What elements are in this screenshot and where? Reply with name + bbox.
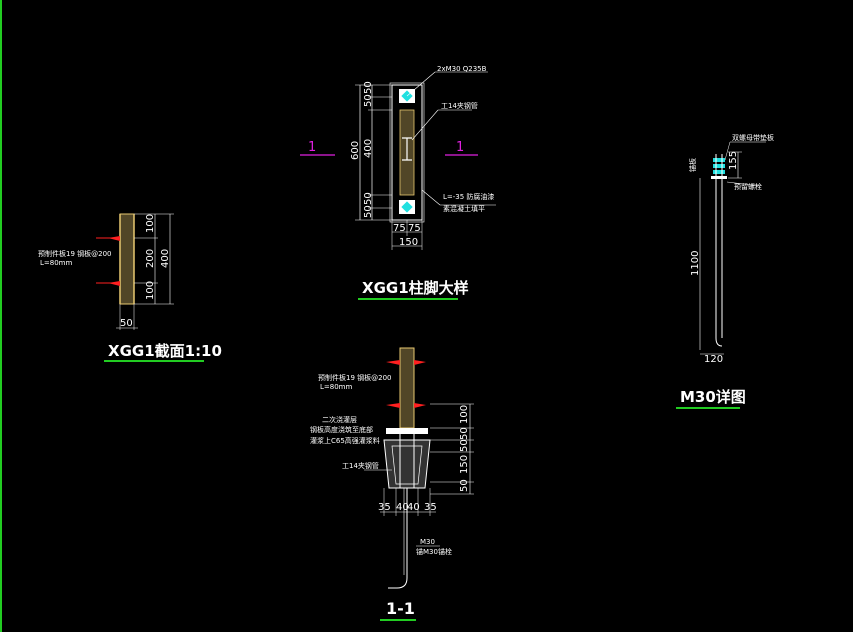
section-mark-left: 1: [308, 140, 316, 155]
dim-horizontal-2: 75: [408, 223, 421, 234]
section-1-1: 100 50 50 150 50 35 40 40 35 预制件板19 钢板@2…: [310, 347, 474, 621]
note-plate: 钢板高度浇筑至底部: [310, 425, 373, 434]
note-length: L=80mm: [40, 259, 72, 267]
note-grout-layer: 二次浇灌层: [322, 415, 357, 424]
label-paint: L=-35 防腐油漆: [443, 192, 494, 201]
dim-length: 1100: [690, 251, 701, 276]
section-xgg1: 100 200 100 400 50 预制件板19 钢板@200 L=80mm …: [38, 213, 222, 362]
label-concrete: 素混凝土填平: [443, 204, 485, 213]
note-grout: 灌浆上C65高强灌浆料: [310, 436, 380, 445]
dim-vertical-3: 400: [363, 139, 374, 158]
section-mark-right: 1: [456, 140, 464, 155]
dim-vertical-4: 150: [459, 455, 470, 474]
dim-horizontal-2: 40: [396, 502, 409, 513]
label-reserve: 预留螺栓: [734, 182, 762, 191]
label-plate: 锚板: [688, 158, 697, 172]
section-title: 1-1: [386, 599, 415, 618]
dim-vertical-2: 200: [145, 249, 156, 268]
dim-total: 400: [160, 249, 171, 268]
dim-vertical-2: 50: [459, 427, 470, 440]
label-steel-pipe: 工14夹钢管: [441, 101, 478, 110]
anchor-label: M30: [420, 538, 435, 546]
dim-vertical-5: 50: [363, 205, 374, 218]
detail-xgg1: 50 50 400 50 50 600 75 75 150 2xM30 Q235…: [300, 65, 496, 300]
dim-top: 155: [728, 151, 739, 170]
label-bolt: 2xM30 Q235B: [437, 65, 487, 73]
dim-vertical-3: 50: [459, 439, 470, 452]
note-stud: 预制件板19 钢板@200: [318, 373, 392, 382]
dim-horizontal-4: 35: [424, 502, 437, 513]
dim-horizontal-1: 35: [378, 502, 391, 513]
detail-title: M30详图: [680, 388, 746, 406]
dim-width: 150: [399, 237, 418, 248]
anchor-sublabel: 锚M30锚栓: [416, 547, 452, 556]
note-stud: 预制件板19 钢板@200: [38, 249, 112, 258]
dim-vertical-5: 50: [459, 479, 470, 492]
dim-vertical-1: 100: [459, 405, 470, 424]
dim-horizontal-1: 75: [393, 223, 406, 234]
note-length: L=80mm: [320, 383, 352, 391]
note-pipe: 工14夹钢管: [342, 461, 379, 470]
detail-title: XGG1柱脚大样: [362, 279, 469, 297]
dim-vertical-3: 100: [145, 281, 156, 300]
dim-bottom: 120: [704, 354, 723, 365]
dim-vertical-1: 50: [363, 81, 374, 94]
dim-total: 600: [350, 141, 361, 160]
dim-vertical-1: 100: [145, 214, 156, 233]
dim-horizontal-3: 40: [407, 502, 420, 513]
detail-m30: 155 1100 120 双螺母带垫板 锚板 预留螺栓 M30详图: [676, 133, 774, 409]
label-nut: 双螺母带垫板: [732, 133, 774, 142]
dim-vertical-2: 50: [363, 94, 374, 107]
dim-vertical-4: 50: [363, 192, 374, 205]
section-title: XGG1截面1:10: [108, 342, 222, 360]
dim-width: 50: [120, 318, 133, 329]
